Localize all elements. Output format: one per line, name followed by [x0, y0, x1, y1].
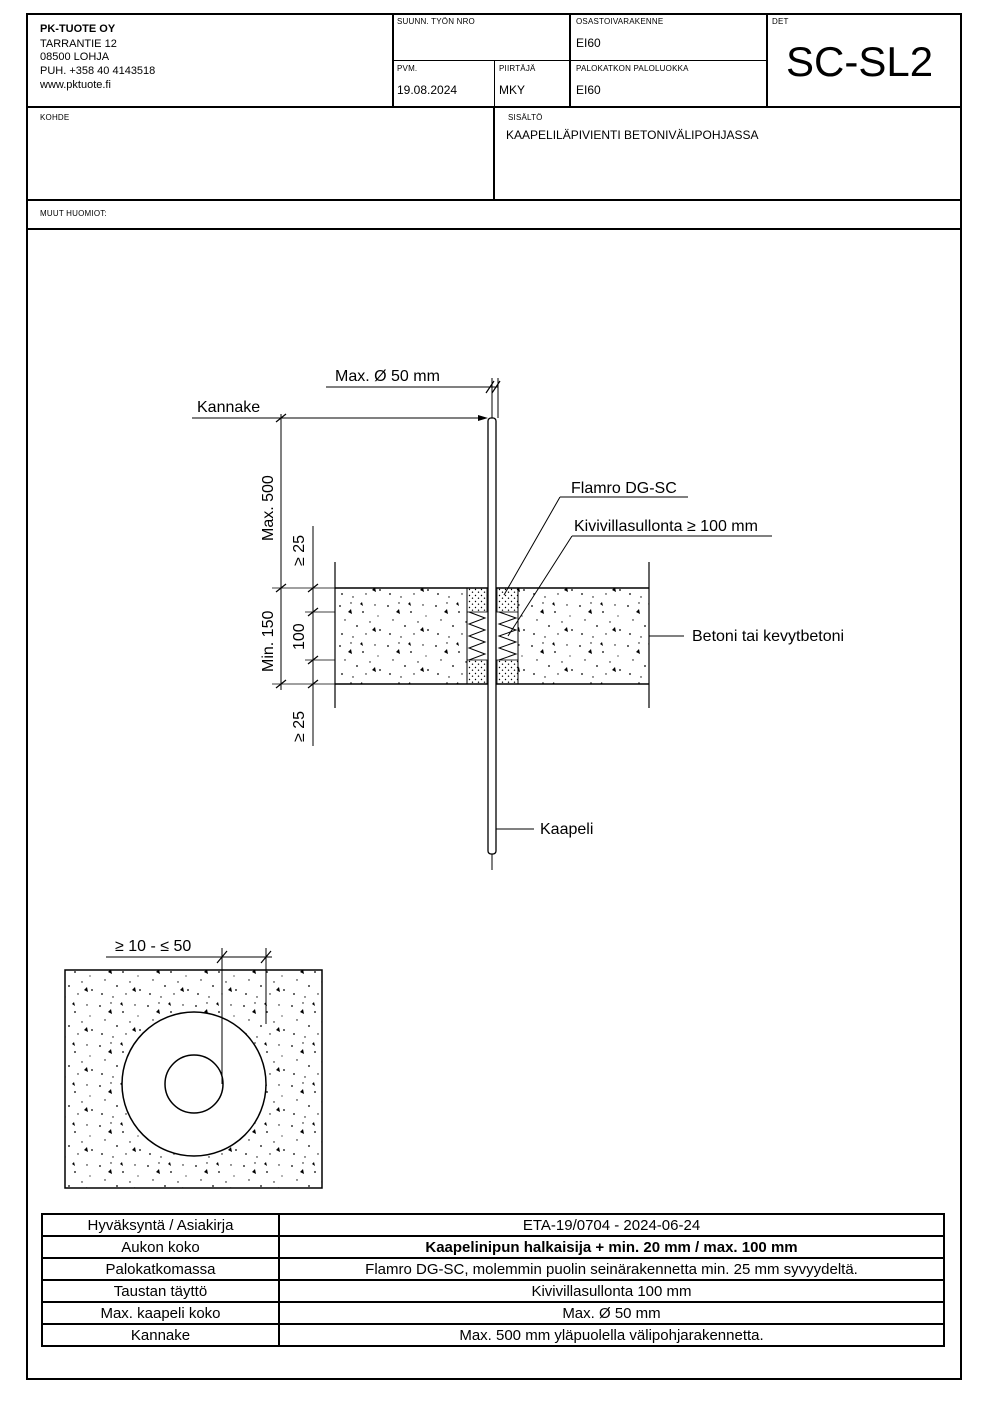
drafter-value: MKY	[499, 83, 526, 97]
row-key: Aukon koko	[41, 1235, 280, 1259]
max-500-label: Max. 500	[260, 475, 277, 541]
table-row: Taustan täyttö Kivivillasullonta 100 mm	[41, 1279, 945, 1303]
company-street: TARRANTIE 12	[40, 38, 117, 50]
work-no-label: SUUNN. TYÖN NRO	[397, 17, 475, 26]
target-label: KOHDE	[40, 113, 70, 122]
table-row: Palokatkomassa Flamro DG-SC, molemmin pu…	[41, 1257, 945, 1281]
title-block-divider	[26, 199, 962, 201]
date-value: 19.08.2024	[397, 83, 458, 97]
title-block-divider	[392, 60, 767, 61]
cable	[487, 417, 497, 855]
plan-cable	[164, 1054, 224, 1114]
min-150-label: Min. 150	[260, 611, 277, 672]
mineral-wool	[467, 611, 487, 661]
concrete-label: Betoni tai kevytbetoni	[692, 628, 844, 645]
assembly-value: EI60	[576, 36, 601, 50]
row-key: Max. kaapeli koko	[41, 1301, 280, 1325]
max-diameter-label: Max. Ø 50 mm	[335, 368, 440, 385]
title-block-divider	[26, 228, 962, 230]
concrete-slab-left	[335, 588, 467, 684]
det-code: SC-SL2	[786, 38, 934, 85]
wool-label: Kivivillasullonta ≥ 100 mm	[574, 518, 758, 535]
row-value: Kaapelinipun halkaisija + min. 20 mm / m…	[278, 1235, 945, 1259]
company-phone: PUH. +358 40 4143518	[40, 65, 156, 77]
date-label: PVM.	[397, 64, 418, 73]
row-key: Palokatkomassa	[41, 1257, 280, 1281]
title-block-divider	[493, 106, 495, 200]
table-row: Kannake Max. 500 mm yläpuolella välipohj…	[41, 1323, 945, 1347]
d100-label: 100	[291, 623, 308, 650]
ge-25-top-label: ≥ 25	[291, 535, 308, 566]
drawing-sheet	[26, 13, 962, 1380]
row-value: ETA-19/0704 - 2024-06-24	[278, 1213, 945, 1237]
row-value: Kivivillasullonta 100 mm	[278, 1279, 945, 1303]
row-value: Max. 500 mm yläpuolella välipohjarakenne…	[278, 1323, 945, 1347]
info-table: Hyväksyntä / Asiakirja ETA-19/0704 - 202…	[41, 1213, 945, 1347]
row-value: Max. Ø 50 mm	[278, 1301, 945, 1325]
row-value: Flamro DG-SC, molemmin puolin seinäraken…	[278, 1257, 945, 1281]
row-key: Kannake	[41, 1323, 280, 1347]
company-info: PK-TUOTE OY TARRANTIE 12 08500 LOHJA PUH…	[40, 22, 155, 93]
company-name: PK-TUOTE OY	[40, 23, 116, 35]
table-row: Max. kaapeli koko Max. Ø 50 mm	[41, 1301, 945, 1325]
support-label: Kannake	[197, 399, 260, 416]
row-key: Taustan täyttö	[41, 1279, 280, 1303]
concrete-slab-right	[518, 588, 649, 684]
content-label: SISÄLTÖ	[508, 113, 543, 122]
det-label: DET	[772, 17, 789, 26]
flamro-sealant	[496, 659, 519, 685]
fire-class-label: PALOKATKON PALOLUOKKA	[576, 64, 689, 73]
company-web: www.pktuote.fi	[40, 79, 111, 91]
flamro-sealant	[466, 659, 488, 685]
assembly-label: OSASTOIVARAKENNE	[576, 17, 664, 26]
cable-label: Kaapeli	[540, 821, 593, 838]
company-postal: 08500 LOHJA	[40, 51, 110, 63]
title-block-divider	[766, 13, 768, 107]
gap-label: ≥ 10 - ≤ 50	[115, 938, 191, 955]
table-row: Aukon koko Kaapelinipun halkaisija + min…	[41, 1235, 945, 1259]
flamro-sealant	[496, 587, 519, 613]
title-block-divider	[494, 60, 495, 107]
flamro-sealant	[466, 587, 488, 613]
row-key: Hyväksyntä / Asiakirja	[41, 1213, 280, 1237]
flamro-label: Flamro DG-SC	[571, 480, 677, 497]
table-row: Hyväksyntä / Asiakirja ETA-19/0704 - 202…	[41, 1213, 945, 1237]
content-value: KAAPELILÄPIVIENTI BETONIVÄLIPOHJASSA	[506, 128, 759, 142]
ge-25-bottom-label: ≥ 25	[291, 711, 308, 742]
notes-label: MUUT HUOMIOT:	[40, 209, 107, 218]
fire-class-value: EI60	[576, 83, 601, 97]
mineral-wool	[497, 611, 518, 661]
drafter-label: PIIRTÄJÄ	[499, 64, 536, 73]
